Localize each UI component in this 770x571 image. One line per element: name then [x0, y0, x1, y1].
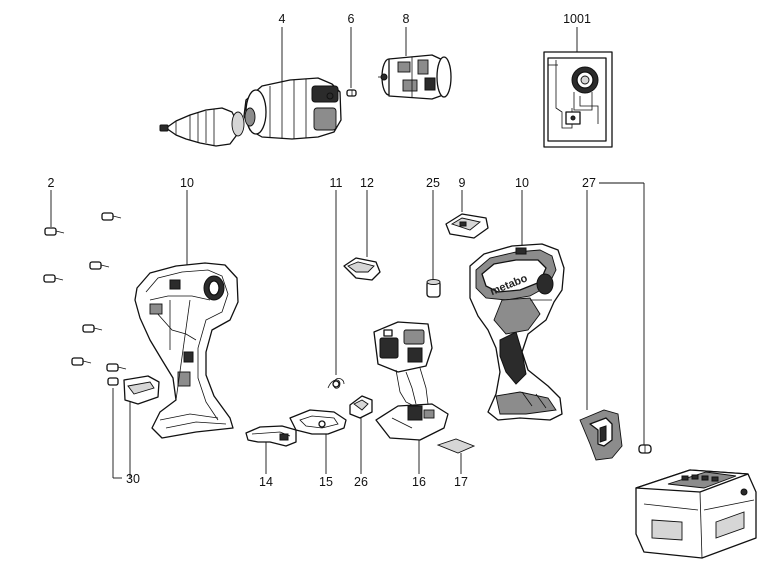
- screw: [106, 363, 127, 372]
- callout-15: 15: [319, 475, 333, 489]
- part-screws-2: [43, 212, 127, 386]
- callout-6: 6: [348, 12, 355, 26]
- part-27-belt-clip: [579, 409, 623, 461]
- callout-26: 26: [354, 475, 368, 489]
- part-26-trigger: [349, 395, 373, 419]
- part-1001-label-sheet: [543, 51, 613, 148]
- screw: [101, 212, 122, 221]
- callout-11: 11: [330, 176, 343, 190]
- leader-lines: [50, 27, 645, 479]
- part-spring-11: [327, 378, 345, 389]
- screw: [89, 261, 110, 270]
- screw: [44, 227, 65, 236]
- screw: [107, 377, 119, 386]
- part-15-plate: [289, 409, 347, 435]
- part-battery-pack: [635, 469, 757, 559]
- callout-10-left: 10: [180, 176, 194, 190]
- callout-12: 12: [360, 176, 374, 190]
- part-motor: [378, 54, 452, 100]
- screw: [71, 357, 92, 366]
- part-30-clip: [123, 375, 160, 405]
- screw: [43, 274, 64, 283]
- callout-14: 14: [259, 475, 273, 489]
- part-9-slider: [445, 213, 489, 239]
- callout-8: 8: [403, 12, 410, 26]
- part-housing-left-half: [134, 262, 239, 439]
- part-16-switch-assembly: [373, 321, 449, 441]
- callout-10-right: 10: [515, 176, 529, 190]
- callout-25: 25: [426, 176, 440, 190]
- callout-9: 9: [459, 176, 466, 190]
- part-25-sleeve: [426, 279, 441, 298]
- screw: [82, 324, 103, 333]
- callout-17: 17: [454, 475, 468, 489]
- part-housing-right-half: metabo: [469, 243, 565, 421]
- callout-2: 2: [48, 176, 55, 190]
- part-14-plate: [245, 425, 297, 447]
- callout-27: 27: [582, 176, 596, 190]
- part-17-pad: [436, 438, 476, 454]
- callout-1001: 1001: [563, 12, 591, 26]
- callout-16: 16: [412, 475, 426, 489]
- callout-labels: 4 6 8 1001 2 10 11 12 25 9 10 27 30 14 1…: [48, 12, 596, 489]
- part-screw-6: [346, 89, 357, 97]
- callout-4: 4: [279, 12, 286, 26]
- part-chuck-gearbox: [159, 77, 342, 147]
- callout-30: 30: [126, 472, 140, 486]
- part-12-direction-switch: [343, 257, 381, 281]
- part-27-screw: [638, 444, 652, 454]
